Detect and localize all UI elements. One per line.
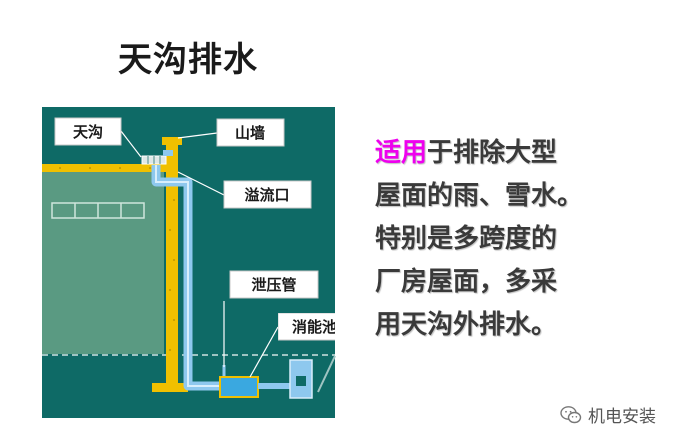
- roof-slab: [42, 164, 166, 172]
- page-title: 天沟排水: [118, 40, 258, 80]
- description-line-1: 适用于排除大型: [375, 132, 635, 175]
- parapet-wall: [166, 141, 178, 389]
- inspection-well-opening: [296, 376, 306, 386]
- description-line-1-rest: 于排除大型: [427, 138, 558, 168]
- wall-footing: [152, 383, 188, 392]
- svg-text:溢流口: 溢流口: [244, 186, 289, 204]
- building-body: [42, 172, 164, 354]
- callout-energy-dissipater: 消能池: [278, 313, 337, 341]
- description: 适用于排除大型 屋面的雨、雪水。 特别是多跨度的 厂房屋面，多采 用天沟外排水。: [375, 132, 635, 347]
- building-window: [51, 202, 145, 219]
- callout-overflow: 溢流口: [223, 180, 312, 209]
- description-line-4: 厂房屋面，多采: [375, 267, 558, 297]
- description-line-2: 屋面的雨、雪水。: [375, 181, 584, 211]
- parapet-cap: [162, 137, 182, 145]
- watermark: 机电安装: [560, 402, 656, 427]
- description-line-3: 特别是多跨度的: [375, 224, 558, 254]
- svg-text:天沟: 天沟: [73, 123, 103, 141]
- ground-slope: [317, 355, 336, 393]
- svg-text:泄压管: 泄压管: [251, 276, 296, 294]
- wechat-icon: [560, 405, 582, 423]
- callout-gutter: 天沟: [54, 117, 122, 146]
- description-highlight: 适用: [375, 138, 428, 168]
- overflow-outlet: [163, 150, 173, 156]
- callout-parapet: 山墙: [216, 118, 285, 147]
- leader-lines: [120, 130, 279, 378]
- gutter: [141, 155, 167, 165]
- svg-text:消能池: 消能池: [292, 318, 337, 336]
- description-line-5: 用天沟外排水。: [375, 310, 558, 340]
- callout-relief-pipe: 泄压管: [229, 270, 319, 299]
- drain-pipe-highlight: [155, 165, 225, 387]
- energy-dissipater-box: [219, 376, 259, 398]
- watermark-text: 机电安装: [588, 407, 656, 427]
- svg-text:山墙: 山墙: [235, 124, 265, 142]
